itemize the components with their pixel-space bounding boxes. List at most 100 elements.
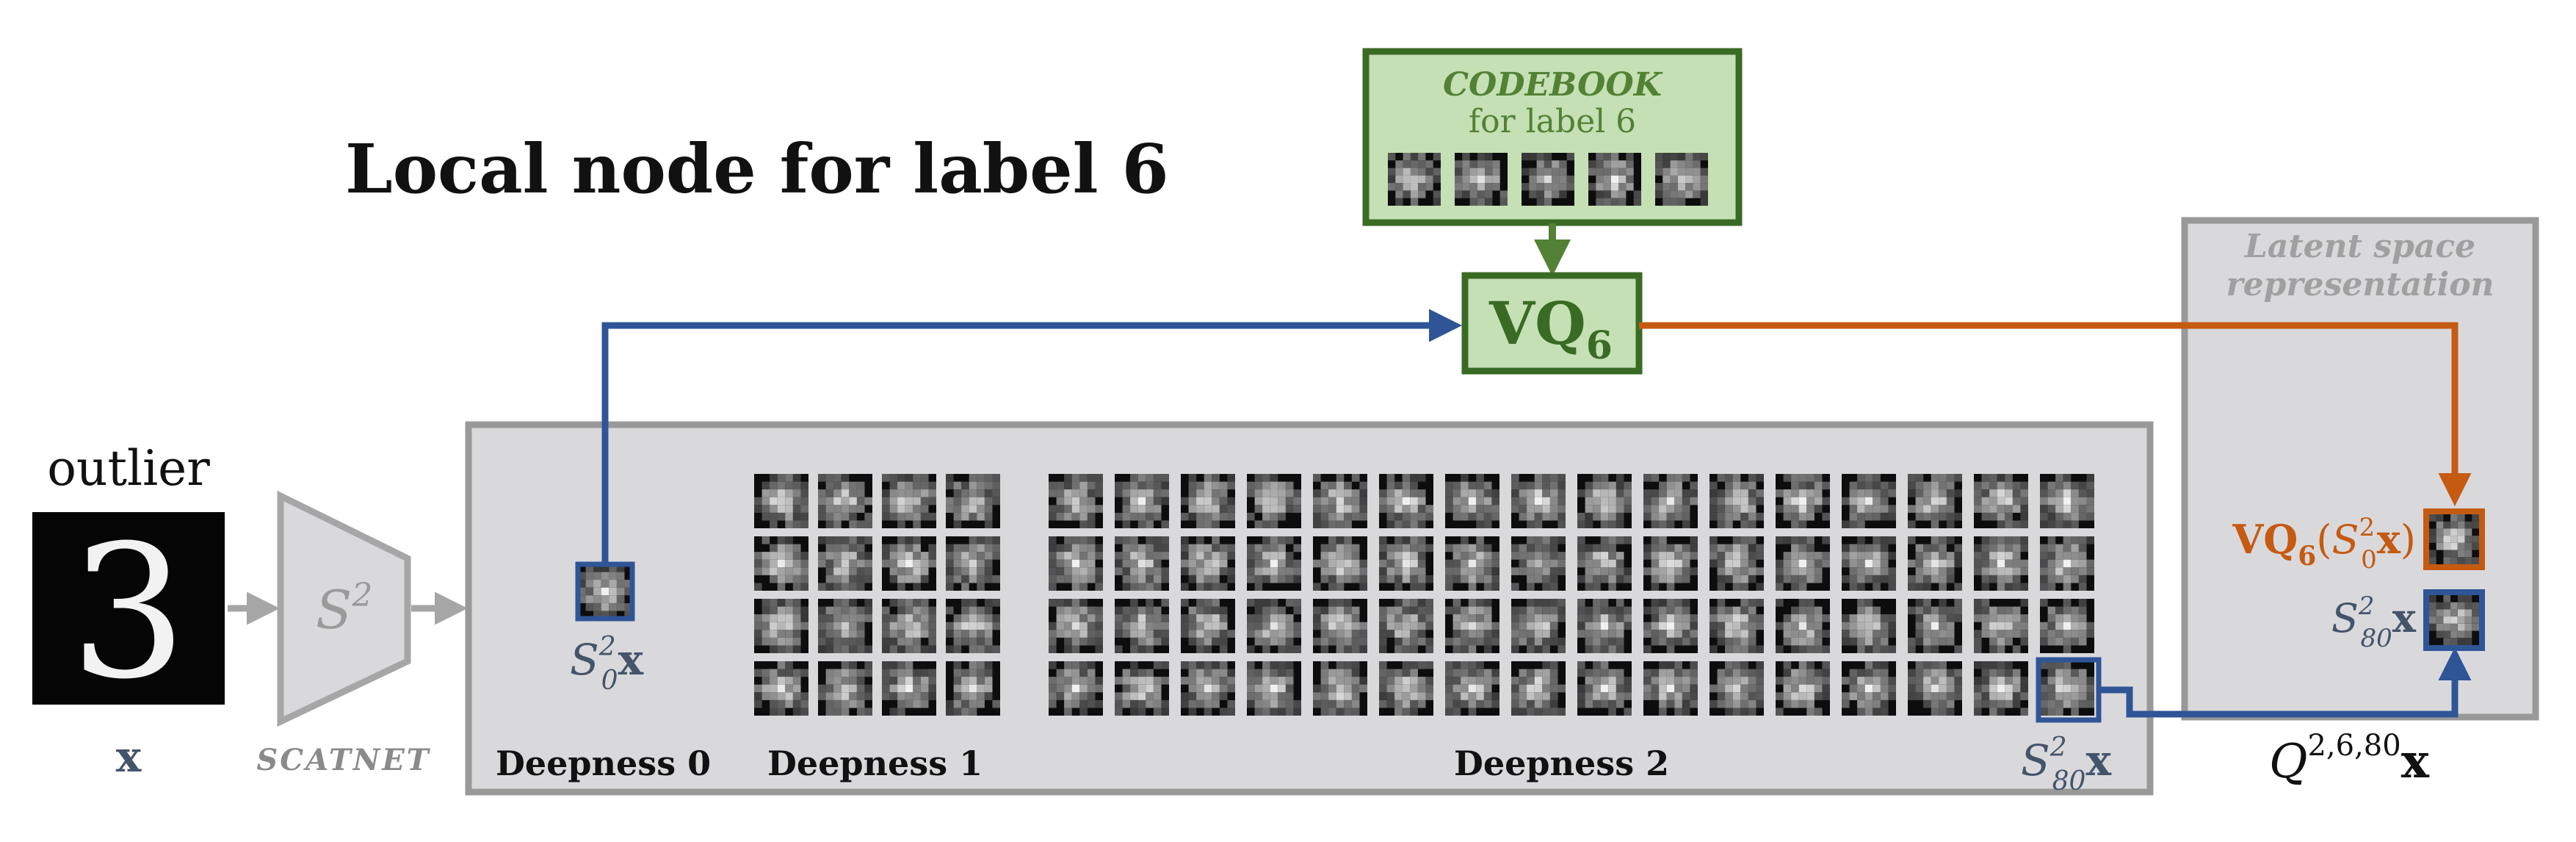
- deepness2-grid: [1049, 474, 2094, 716]
- deepness1-patch: [818, 536, 872, 591]
- deepness2-patch: [1445, 474, 1499, 528]
- deepness2-patch: [1710, 599, 1764, 653]
- deepness2-patch: [1247, 599, 1301, 653]
- deepness2-patch: [1776, 474, 1830, 528]
- deepness2-label: Deepness 2: [1454, 744, 1669, 783]
- latent-vq-patch: [2423, 508, 2485, 570]
- deepness2-patch: [1643, 474, 1698, 528]
- arrow-vq-to-latent: [1639, 322, 2472, 506]
- deepness1-patch: [754, 661, 808, 716]
- deepness1-patch: [882, 599, 936, 653]
- deepness2-patch: [1842, 474, 1896, 528]
- deepness2-patch: [1776, 661, 1830, 716]
- deepness2-patch: [1313, 599, 1367, 653]
- deepness2-patch: [1379, 599, 1433, 653]
- deepness2-patch: [1974, 474, 2028, 528]
- deepness2-patch: [1643, 599, 1698, 653]
- vq-box: [1461, 272, 1643, 375]
- deepness2-patch: [1181, 661, 1235, 716]
- scatnet-block: [277, 490, 411, 727]
- deepness2-patch: [1313, 661, 1367, 716]
- latent-s80-patch: [2423, 589, 2485, 651]
- deepness1-patch: [754, 474, 808, 528]
- deepness2-patch: [1379, 474, 1433, 528]
- deepness2-patch: [1181, 599, 1235, 653]
- deepness2-patch: [1247, 661, 1301, 716]
- deepness2-patch: [1049, 661, 1103, 716]
- codebook-entry: [1388, 153, 1441, 206]
- deepness1-patch: [882, 536, 936, 591]
- deepness0-label: Deepness 0: [496, 744, 711, 783]
- deepness2-patch: [1511, 599, 1566, 653]
- deepness2-patch: [1908, 661, 1962, 716]
- deepness2-patch: [1908, 536, 1962, 591]
- deepness2-patch: [1643, 661, 1698, 716]
- input-digit: 3: [70, 505, 187, 719]
- deepness2-patch: [1842, 536, 1896, 591]
- deepness2-patch: [1974, 661, 2028, 716]
- deepness2-patch: [1445, 661, 1499, 716]
- codebook-entry: [1655, 153, 1708, 206]
- deepness0-cells: [578, 564, 632, 619]
- deepness2-patch: [1115, 474, 1169, 528]
- deepness2-patch: [1974, 536, 2028, 591]
- scattering-panel: [465, 421, 2154, 796]
- deepness2-patch: [1445, 599, 1499, 653]
- deepness2-patch: [1445, 536, 1499, 591]
- deepness2-patch: [1577, 599, 1632, 653]
- deepness2-patch: [1049, 599, 1103, 653]
- deepness0-group: [575, 561, 635, 622]
- deepness2-patch: [1379, 536, 1433, 591]
- deepness1-patch: [818, 599, 872, 653]
- deepness2-patch: [1710, 474, 1764, 528]
- deepness2-patch: [1511, 661, 1566, 716]
- deepness2-patch: [1181, 474, 1235, 528]
- vq-label: VQ6: [1488, 289, 1613, 368]
- deepness2-patch: [1974, 599, 2028, 653]
- deepness1-label: Deepness 1: [767, 744, 983, 783]
- input-variable: x: [116, 732, 142, 782]
- latent-vq-cells: [2429, 514, 2479, 564]
- deepness2-patch: [1908, 599, 1962, 653]
- arrow-s80-to-latent: [2099, 647, 2472, 718]
- deepness1-patch: [818, 661, 872, 716]
- deepness1-grid: [754, 474, 1000, 716]
- deepness2-patch: [2040, 474, 2094, 528]
- scatnet-label: SCATNET: [256, 743, 430, 777]
- latent-s80-cells: [2429, 595, 2479, 645]
- deepness2-patch: [1313, 536, 1367, 591]
- input-caption: outlier: [47, 440, 210, 497]
- arrow-s0-to-vq: [601, 309, 1462, 564]
- codebook-entries: [1388, 153, 1708, 206]
- deepness2-patch: [1776, 599, 1830, 653]
- deepness2-patch: [1049, 474, 1103, 528]
- input-image: [32, 512, 225, 705]
- deepness1-patch: [882, 474, 936, 528]
- output-label: Q2,6,80x: [2269, 729, 2430, 789]
- deepness2-patch: [1577, 536, 1632, 591]
- deepness2-patch: [1115, 661, 1169, 716]
- codebook-title: CODEBOOK: [1443, 66, 1663, 104]
- diagram-title: Local node for label 6: [345, 129, 1169, 209]
- deepness2-patch: [1049, 536, 1103, 591]
- deepness2-patch: [1710, 661, 1764, 716]
- deepness2-patch: [1776, 536, 1830, 591]
- deepness2-patch: [1511, 536, 1566, 591]
- deepness1-patch: [754, 536, 808, 591]
- deepness1-patch: [818, 474, 872, 528]
- deepness1-patch: [882, 661, 936, 716]
- deepness2-patch: [1710, 536, 1764, 591]
- codebook-entry: [1522, 153, 1574, 206]
- deepness1-patch: [946, 661, 1000, 716]
- deepness2-patch: [1247, 536, 1301, 591]
- deepness2-patch: [1577, 474, 1632, 528]
- deepness2-patch: [1643, 536, 1698, 591]
- deepness2-patch: [1247, 474, 1301, 528]
- deepness2-patch: [2040, 599, 2094, 653]
- deepness2-patch: [1115, 536, 1169, 591]
